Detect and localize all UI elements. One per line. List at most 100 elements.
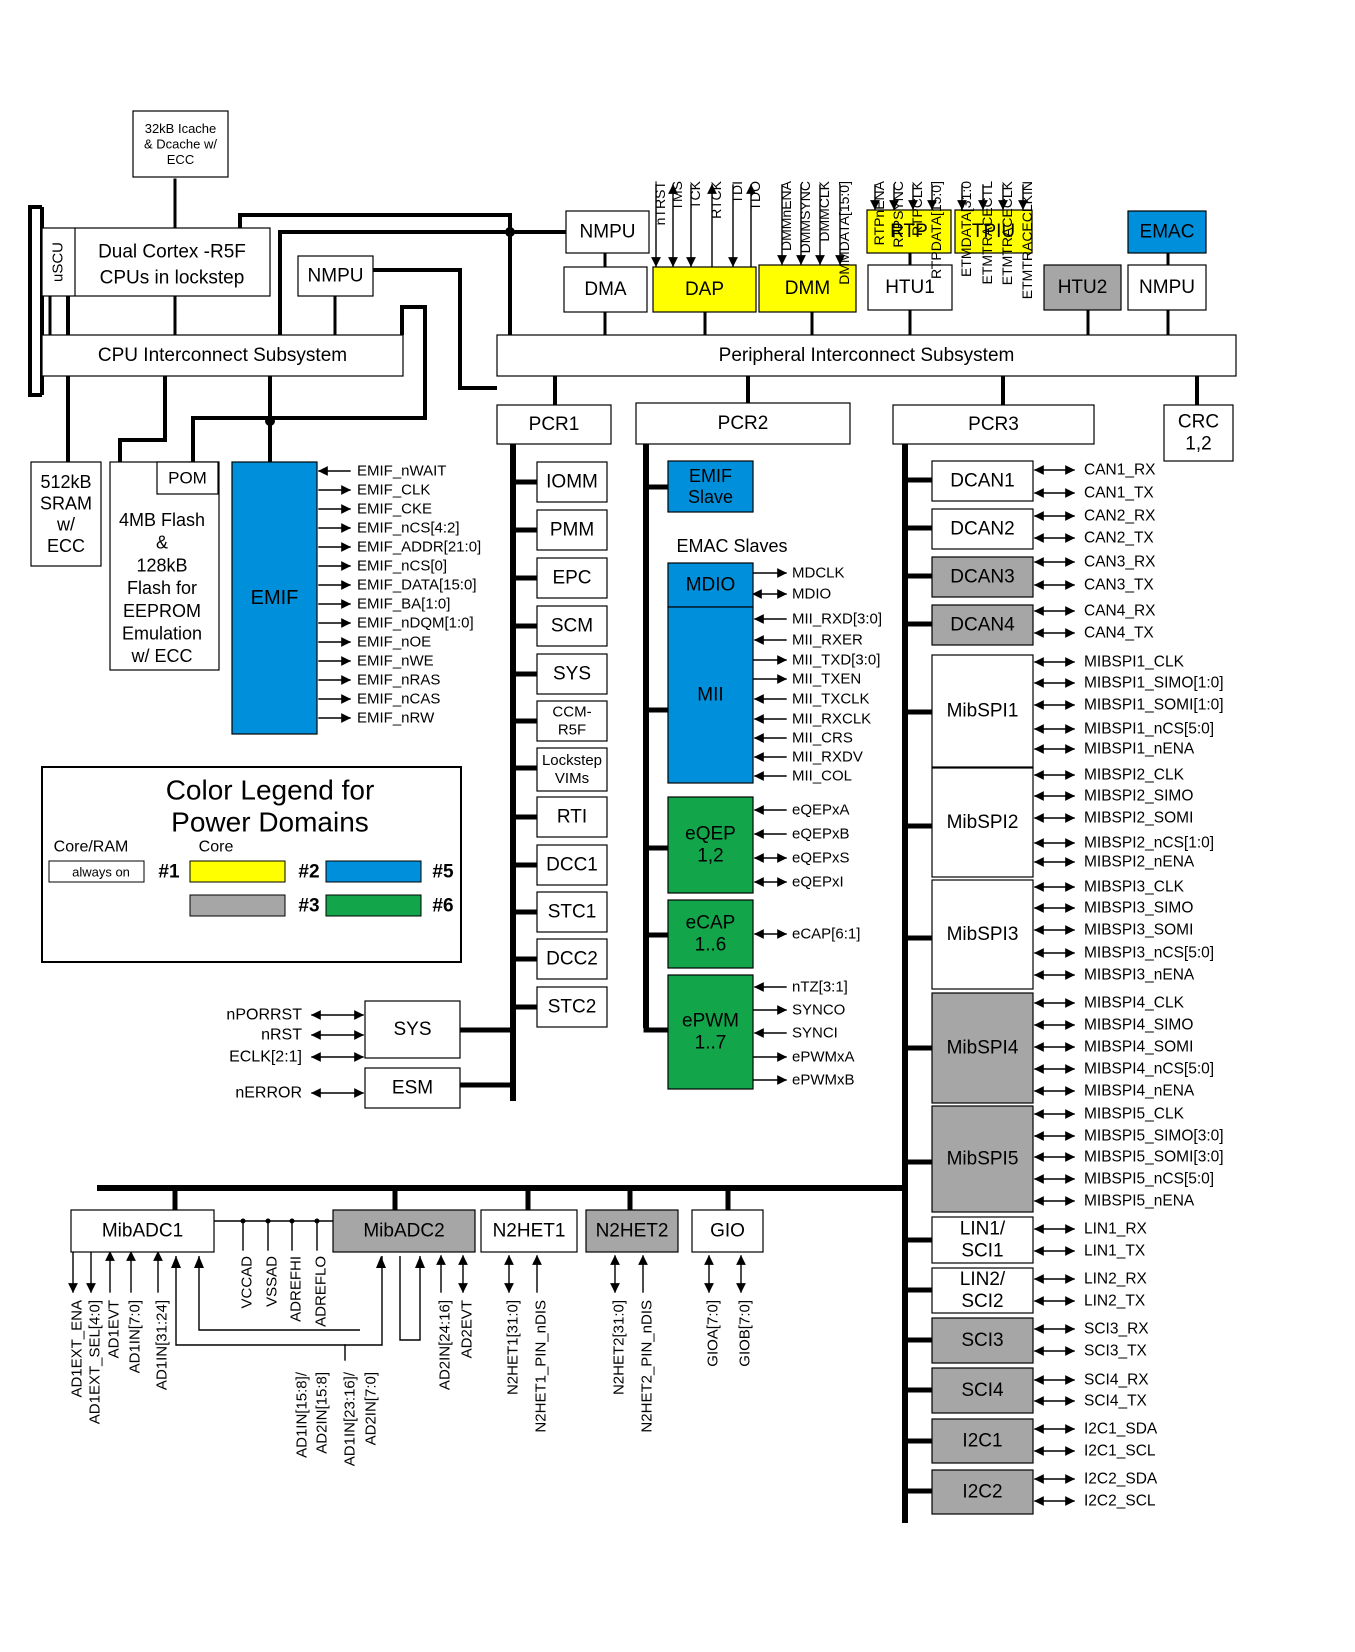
htu2-label: HTU2 xyxy=(1058,277,1108,298)
pcr3-module-sci4-label: SCI4 xyxy=(961,1380,1004,1401)
pcr3-signal-can4-rx: CAN4_RX xyxy=(1084,603,1156,620)
sys-signal-eclk-2-1: ECLK[2:1] xyxy=(229,1049,302,1066)
pcr3-module-lin2-sci2-box xyxy=(931,1267,1034,1314)
pcr3-signal-lin2-tx: LIN2_TX xyxy=(1084,1293,1146,1310)
arrow xyxy=(376,1256,386,1268)
pcr3-module-mibspi5-box xyxy=(931,1105,1034,1213)
emif-signal-emif-nwe: EMIF_nWE xyxy=(357,653,434,670)
mibadc1-signal-ad1evt: AD1EVT xyxy=(106,1300,123,1358)
pcr3-signal-sci4-rx: SCI4_RX xyxy=(1084,1372,1149,1389)
adc-ref-signal-adreflo: ADREFLO xyxy=(313,1256,330,1327)
n2het1-signal-n2het1-pin-ndis: N2HET1_PIN_nDIS xyxy=(533,1300,550,1433)
pcr3-module-mibspi2-box xyxy=(931,767,1034,878)
pcr3-module-dcan2-box xyxy=(931,508,1034,550)
pcr1-module-rti-box xyxy=(536,796,608,838)
ecap-label: eCAP xyxy=(686,912,736,933)
pcr3-signal-lin2-rx: LIN2_RX xyxy=(1084,1271,1148,1288)
nmpu-cpu-box xyxy=(297,255,374,297)
n2het1-label: N2HET1 xyxy=(493,1221,566,1242)
mibadc1-signal-ad1in-7-0: AD1IN[7:0] xyxy=(127,1300,144,1373)
pcr3-module-mibspi1-box xyxy=(931,654,1034,768)
bus-line xyxy=(372,268,497,390)
pcr1-module-ccm-r5f-label: CCM- xyxy=(552,704,591,721)
mii-signal-mii-rxd-3-0: MII_RXD[3:0] xyxy=(792,611,882,628)
pcr1-module-ccm-r5f-label: R5F xyxy=(558,721,586,738)
pcr3-signal-mibspi1-ncs-5-0: MIBSPI1_nCS[5:0] xyxy=(1084,721,1214,738)
emif-signal-emif-ncas: EMIF_nCAS xyxy=(357,691,440,708)
mibadc2-label: MibADC2 xyxy=(363,1221,444,1242)
pcr3-module-dcan2-label: DCAN2 xyxy=(950,519,1014,540)
sram-label: 512kB xyxy=(40,472,91,492)
pcr3-signal-mibspi3-nena: MIBSPI3_nENA xyxy=(1084,967,1195,984)
epwm-signal-ntz-3-1: nTZ[3:1] xyxy=(792,979,848,996)
pcr1-module-iomm-label: IOMM xyxy=(546,472,598,493)
pcr3-module-dcan4-box xyxy=(931,604,1034,646)
pcr3-signal-can2-rx: CAN2_RX xyxy=(1084,508,1156,525)
flash-label: Flash for xyxy=(127,578,197,598)
gio-signal-giob-7-0: GIOB[7:0] xyxy=(737,1300,754,1367)
dap-box xyxy=(652,266,757,313)
emif-signal-emif-ba-1-0: EMIF_BA[1:0] xyxy=(357,596,450,613)
pcr3-signal-mibspi2-simo: MIBSPI2_SIMO xyxy=(1084,788,1193,805)
epwm-label: ePWM xyxy=(682,1010,739,1031)
pcr3-module-mibspi1-label: MibSPI1 xyxy=(947,701,1019,722)
emif-slave-label: Slave xyxy=(688,487,733,507)
pcr3-signal-mibspi1-simo-1-0: MIBSPI1_SIMO[1:0] xyxy=(1084,675,1224,692)
pcr3-signal-can2-tx: CAN2_TX xyxy=(1084,530,1154,547)
pcr3-label: PCR3 xyxy=(968,414,1019,435)
pcr3-signal-mibspi5-simo-3-0: MIBSPI5_SIMO[3:0] xyxy=(1084,1128,1224,1145)
shared-adc-line xyxy=(198,1256,360,1331)
shared-signal-ad2in-7-0: AD2IN[7:0] xyxy=(363,1372,380,1445)
cpu-label: Dual Cortex -R5F xyxy=(98,242,246,263)
pcr1-module-pmm-box xyxy=(536,509,608,551)
legend-always-on-swatch xyxy=(48,860,145,883)
mii-signal-mii-rxer: MII_RXER xyxy=(792,632,863,649)
htu2-box xyxy=(1043,264,1122,311)
emac-box xyxy=(1127,210,1207,254)
pcr3-signal-mibspi2-clk: MIBSPI2_CLK xyxy=(1084,767,1185,784)
pcr3-signal-mibspi5-nena: MIBSPI5_nENA xyxy=(1084,1193,1195,1210)
shared-signal-ad1in-23-16: AD1IN[23:16]/ xyxy=(342,1371,359,1466)
legend-domain-6: #6 xyxy=(432,896,453,917)
pcr1-module-epc-label: EPC xyxy=(552,568,591,589)
epwm-signal-synco: SYNCO xyxy=(792,1002,845,1019)
tpiu-box xyxy=(954,209,1033,254)
pcr3-module-lin1-sci1-label: SCI1 xyxy=(961,1241,1003,1262)
pcr3-signal-lin1-rx: LIN1_RX xyxy=(1084,1221,1148,1238)
mibadc1-box xyxy=(70,1209,215,1253)
legend-domain-3: #3 xyxy=(298,896,319,917)
pcr3-module-dcan1-box xyxy=(931,460,1034,502)
flash-label: EEPROM xyxy=(123,601,201,621)
emif-signal-emif-data-15-0: EMIF_DATA[15:0] xyxy=(357,577,476,594)
cpu-label: CPUs in lockstep xyxy=(100,268,245,289)
eqep-signal-eqepxi: eQEPxI xyxy=(792,874,844,891)
pom-box xyxy=(156,461,219,495)
dap-signal-rtck: RTCK xyxy=(708,180,724,219)
pcr3-module-dcan3-box xyxy=(931,556,1034,598)
mii-signal-mii-col: MII_COL xyxy=(792,768,852,785)
emif-signal-emif-clk: EMIF_CLK xyxy=(357,482,430,499)
nmpu-emac-box xyxy=(1127,264,1207,311)
pcr3-module-sci3-label: SCI3 xyxy=(961,1330,1003,1351)
pcr3-module-lin2-sci2-label: LIN2/ xyxy=(960,1269,1006,1290)
bus-line xyxy=(278,230,565,335)
pcr3-module-i2c1-box xyxy=(931,1418,1034,1464)
mibadc1-signal-ad1in-31-24: AD1IN[31:24] xyxy=(154,1300,171,1390)
shared-adc-line xyxy=(399,1256,421,1341)
rtp-label: RTP xyxy=(890,221,928,242)
tpiu-signal-etmdata-31-0: ETMDATA[31:0 xyxy=(958,181,974,277)
pcr1-module-sys-label: SYS xyxy=(553,664,591,685)
mii-signal-mii-rxdv: MII_RXDV xyxy=(792,749,863,766)
cpu-interconnect-box xyxy=(41,334,404,377)
bus-lines xyxy=(28,178,1199,1523)
gio-box xyxy=(691,1209,764,1253)
dmm-signal-dmmnena: DMMnENA xyxy=(778,180,794,251)
sys-label: SYS xyxy=(393,1019,431,1040)
bus-line xyxy=(28,205,42,397)
mii-signal-mii-rxclk: MII_RXCLK xyxy=(792,711,871,728)
pcr3-signal-sci4-tx: SCI4_TX xyxy=(1084,1393,1148,1410)
emif-signal-emif-noe: EMIF_nOE xyxy=(357,634,431,651)
pcr3-module-mibspi3-label: MibSPI3 xyxy=(947,924,1019,945)
n2het2-box xyxy=(585,1209,679,1253)
n2het1-signal-n2het1-31-0: N2HET1[31:0] xyxy=(505,1300,522,1395)
